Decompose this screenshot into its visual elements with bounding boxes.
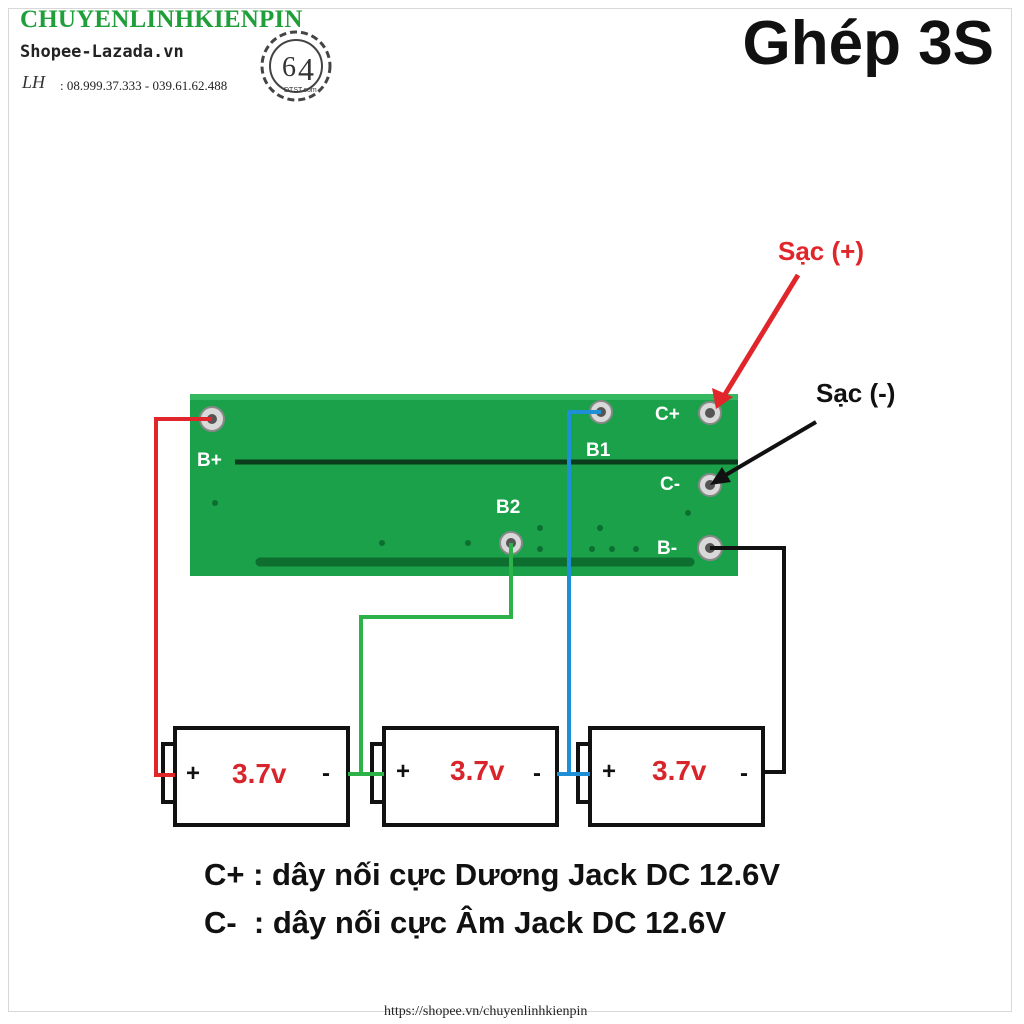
pcb-label-b2: B2 [496,497,521,518]
pcb-label-b1: B1 [586,440,611,461]
wire-blue-b1 [557,410,601,776]
pcb-board [190,394,738,576]
pcb-label-c-plus: C+ [655,404,680,425]
pcb-label-b-plus: B+ [197,450,222,471]
battery-3 [576,726,765,827]
battery-3-minus: - [740,760,748,787]
brand-logo-icon: 6 4 DTST.com [260,30,332,102]
battery-1-plus: + [186,760,201,787]
footer-url[interactable]: https://shopee.vn/chuyenlinhkienpin [384,1004,588,1019]
battery-1-minus: - [322,760,330,787]
wire-black-b-minus [710,546,786,774]
arrow-charge-plus [712,273,801,409]
battery-3-voltage: 3.7v [652,755,707,786]
label-charge-minus: Sạc (-) [816,378,896,408]
note-c-minus: C- : dây nối cực Âm Jack DC 12.6V [204,905,727,940]
note-c-plus: C+ : dây nối cực Dương Jack DC 12.6V [204,857,781,892]
battery-2 [370,726,559,827]
svg-text:4: 4 [298,51,314,87]
page-title: Ghép 3S [742,9,994,78]
wire-red-b-plus [154,417,212,777]
battery-2-minus: - [533,760,541,787]
phone-numbers: : 08.999.37.333 - 039.61.62.488 [60,78,228,93]
battery-2-voltage: 3.7v [450,755,505,786]
shop-name: Shopee-Lazada.vn [20,42,184,62]
battery-3-plus: + [602,758,617,785]
battery-1-voltage: 3.7v [232,758,287,789]
pcb-label-b-minus: B- [657,538,678,559]
pcb-label-c-minus: C- [660,474,681,495]
battery-2-plus: + [396,758,411,785]
svg-text:6: 6 [282,52,296,83]
image-frame [8,8,1012,1012]
signature: LH [22,72,46,92]
logo-text: DTST.com [284,87,317,94]
label-charge-plus: Sạc (+) [778,236,864,266]
pad-c-plus[interactable] [698,401,722,425]
battery-1 [161,726,350,827]
wire-green-b2 [348,543,513,776]
brand-name: CHUYENLINHKIENPIN [20,6,303,33]
arrow-charge-minus [710,420,818,485]
